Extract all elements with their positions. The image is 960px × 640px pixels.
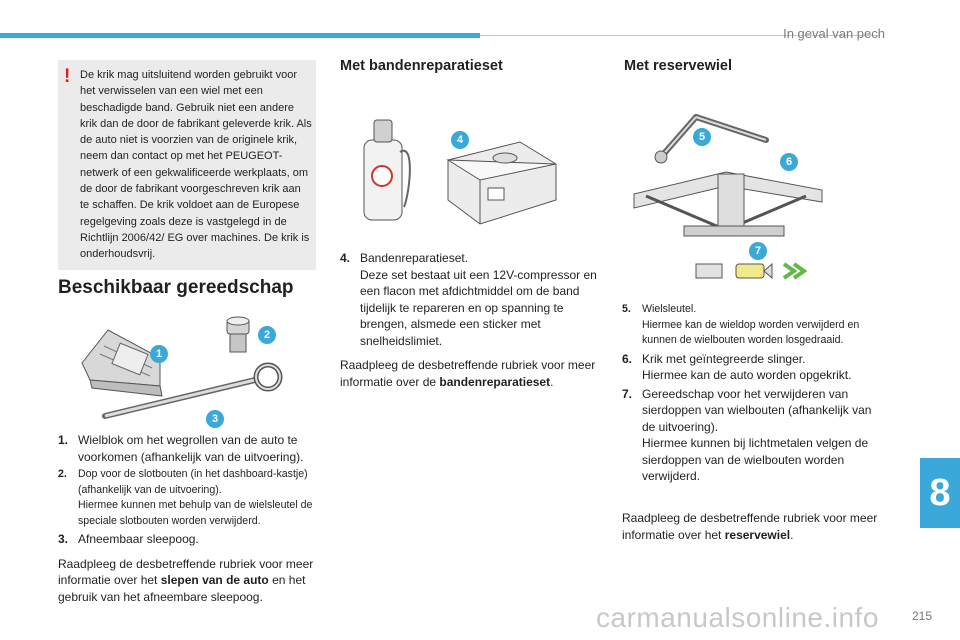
header-bar [0, 33, 480, 38]
jack-icon [633, 171, 823, 237]
wheel-wrench-icon [654, 114, 769, 164]
sealant-bottle-icon [363, 119, 411, 221]
callout-badge-6: 6 [780, 153, 798, 171]
section-title: In geval van pech [783, 26, 885, 41]
tools-illustration [81, 316, 283, 419]
callout-badge-1: 1 [150, 345, 168, 363]
left-title: Beschikbaar gereedschap [58, 277, 294, 298]
spare-wheel-tools-illustration [633, 114, 823, 280]
middle-title: Met bandenreparatieset [340, 58, 503, 74]
callout-badge-2: 2 [258, 326, 276, 344]
callout-badge-7: 7 [749, 242, 767, 260]
header-line [480, 35, 880, 36]
warning-icon: ! [64, 66, 71, 87]
right-text: 5. Wielsleutel. Hiermee kan de wieldop w… [622, 302, 884, 487]
middle-text: 4. Bandenreparatieset. Deze set bestaat … [340, 250, 602, 390]
left-text: 1. Wielblok om het wegrollen van de auto… [58, 432, 320, 605]
towing-eye-icon [102, 362, 283, 419]
chapter-tab: 8 [920, 458, 960, 528]
lock-bolt-socket-icon [226, 316, 250, 353]
list-item: 1. Wielblok om het wegrollen van de auto… [58, 433, 304, 464]
callout-badge-5: 5 [693, 128, 711, 146]
callout-badge-3: 3 [206, 410, 224, 428]
list-item: 3. Afneembaar sleepoog. [58, 532, 199, 546]
left-paragraph: Raadpleeg de desbetreffende rubriek voor… [58, 556, 314, 604]
watermark: carmanualsonline.info [596, 602, 879, 633]
warning-text: De krik mag uitsluitend worden gebruikt … [80, 69, 312, 261]
list-item: 5. Wielsleutel. Hiermee kan de wieldop w… [622, 303, 860, 346]
wheel-chock-icon [81, 329, 163, 397]
list-item: 2. Dop voor de slotbouten (in het dashbo… [58, 468, 313, 527]
callout-badge-4: 4 [451, 131, 469, 149]
page-number: 215 [911, 609, 932, 623]
middle-paragraph: Raadpleeg de desbetreffende rubriek voor… [340, 358, 596, 389]
list-item: 4. Bandenreparatieset. Deze set bestaat … [340, 251, 597, 348]
right-title: Met reservewiel [624, 58, 733, 74]
compressor-icon [446, 141, 557, 225]
hubcap-remover-icon [695, 262, 808, 280]
right-paragraph: Raadpleeg de desbetreffende rubriek voor… [622, 511, 878, 542]
list-item: 6. Krik met geïntegreerde slinger. Hierm… [622, 351, 852, 383]
list-item: 7. Gereedschap voor het verwijderen van … [622, 386, 872, 484]
warning-box: ! De krik mag uitsluitend worden gebruik… [58, 60, 316, 270]
repair-kit-illustration [363, 119, 557, 225]
